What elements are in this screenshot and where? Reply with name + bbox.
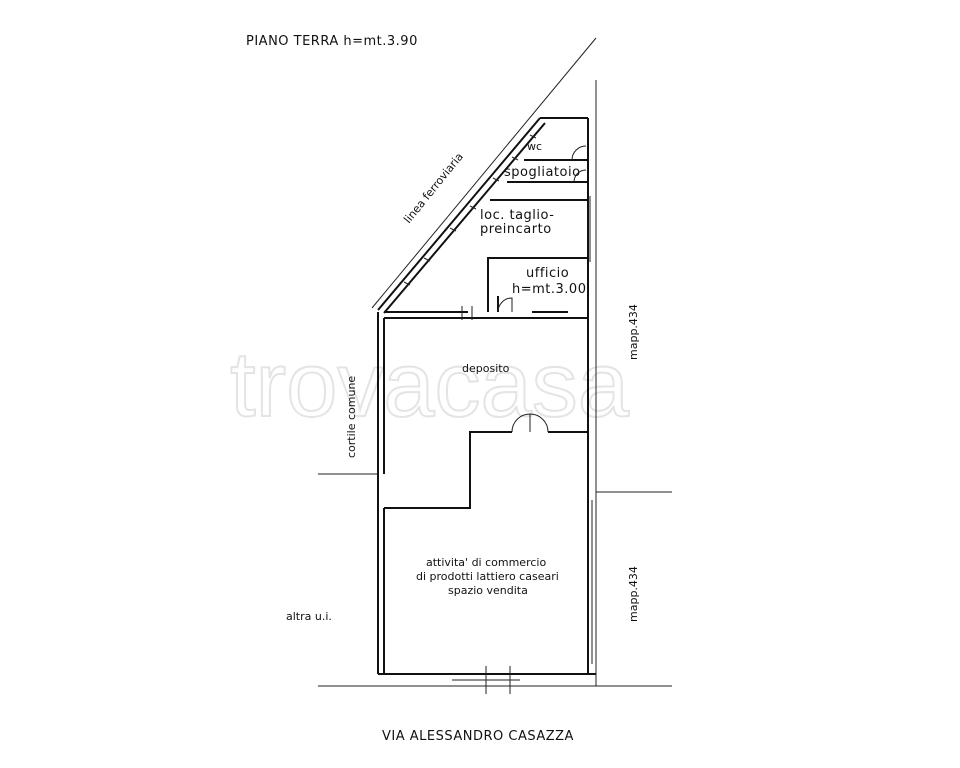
room-label-ufficio-2: h=mt.3.00 [512, 282, 586, 297]
room-label-taglio-2: preincarto [480, 222, 552, 237]
building-outline [377, 117, 596, 694]
room-label-vendita-3: spazio vendita [448, 584, 528, 597]
room-label-spogliatoio: spogliatoio [504, 165, 581, 180]
street-label: VIA ALESSANDRO CASAZZA [382, 729, 574, 744]
railway-line [371, 37, 597, 309]
room-label-vendita-2: di prodotti lattiero caseari [416, 570, 559, 583]
railway-wall [377, 117, 546, 314]
room-label-wc: wc [527, 140, 542, 153]
room-label-taglio-1: loc. taglio- [480, 208, 554, 223]
railway-label: linea ferroviaria [401, 150, 466, 226]
watermark: trovacasa [230, 334, 630, 436]
neighbor-label-top: mapp.434 [627, 304, 640, 360]
courtyard-label: cortile comune [345, 376, 358, 458]
room-label-vendita-1: attivita' di commercio [426, 556, 546, 569]
service-rooms [461, 145, 591, 320]
room-label-ufficio-1: ufficio [526, 266, 569, 281]
room-label-deposito: deposito [462, 362, 510, 375]
neighbor-label-bottom: mapp.434 [627, 566, 640, 622]
plan-title: PIANO TERRA h=mt.3.90 [246, 34, 418, 49]
other-unit-label: altra u.i. [286, 610, 332, 623]
